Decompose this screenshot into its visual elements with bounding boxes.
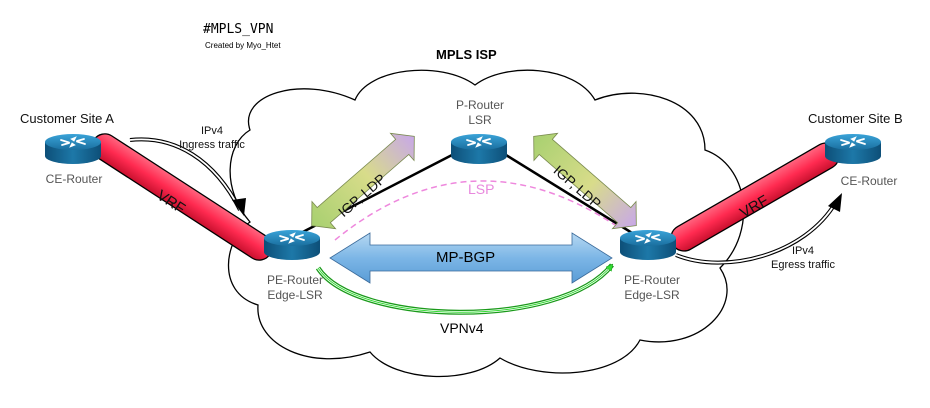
lsp-label: LSP [468,181,495,197]
site-a-label: Customer Site A [20,111,114,126]
p-router-label: P-Router LSR [440,98,520,128]
egress-label: IPv4 Egress traffic [758,244,848,272]
egress-protocol: IPv4 [791,245,814,257]
cloud-title: MPLS ISP [436,47,497,62]
site-b-label: Customer Site B [808,111,903,126]
pe-router-left-role: Edge-LSR [267,288,323,302]
mpbgp-arrow [329,232,613,284]
ingress-arrow [129,137,246,216]
vpnv4-path [315,265,614,315]
vpnv4-label: VPNv4 [440,320,484,336]
igp-ldp-arrow-left [311,132,415,230]
pe-router-left-label: PE-Router Edge-LSR [255,273,335,303]
ce-router-b-icon [824,133,882,165]
ingress-protocol: IPv4 [200,125,223,137]
pe-router-left-icon [263,229,321,261]
link-p-to-pe-right [505,153,638,238]
ingress-desc: Ingress traffic [179,139,245,151]
ingress-label: IPv4 Ingress traffic [162,124,262,152]
igp-ldp-arrow-right [533,132,637,230]
p-router-icon [450,133,508,165]
pe-router-right-role: Edge-LSR [624,288,680,302]
egress-desc: Egress traffic [771,259,835,271]
egress-arrow [675,193,842,265]
lsp-path [334,180,616,241]
p-router-role: LSR [468,113,492,127]
pe-router-right-label: PE-Router Edge-LSR [612,273,692,303]
pe-router-left-name: PE-Router [266,273,324,287]
ce-router-b-label: CE-Router [840,174,898,188]
mpbgp-label: MP-BGP [436,249,496,266]
p-router-name: P-Router [455,98,505,112]
ce-router-a-label: CE-Router [45,172,103,186]
pe-router-right-icon [619,229,677,261]
mpls-cloud [227,69,745,378]
pe-router-right-name: PE-Router [623,273,681,287]
credit-text: Created by Myo_Htet [205,41,281,50]
hashtag-title: #MPLS_VPN [203,22,274,37]
ce-router-a-icon [44,133,102,165]
